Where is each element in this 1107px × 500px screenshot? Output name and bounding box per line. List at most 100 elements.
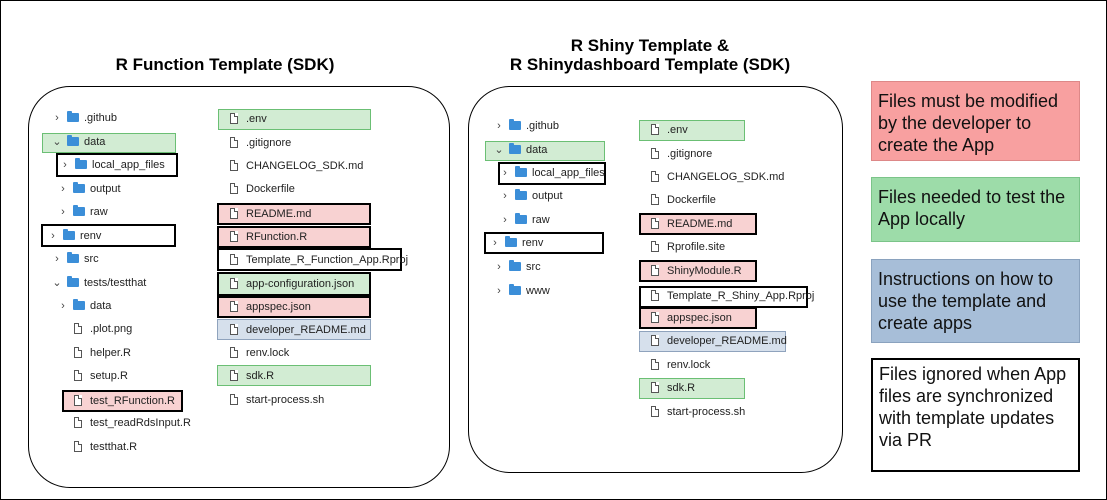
file-label: ShinyModule.R [667,265,742,277]
folder-icon [515,213,527,224]
tree-item-label: testthat.R [90,441,138,453]
file-icon [230,231,238,242]
file-label: .env [667,124,688,136]
legend-needed-to-test: Files needed to test the App locally [871,177,1080,242]
tree-item-label: data [84,136,106,148]
file-label: sdk.R [667,382,696,394]
file-icon [651,406,659,417]
chevron-right-icon[interactable]: › [503,167,507,179]
file-icon [74,323,82,334]
right-title-line2: R Shinydashboard Template (SDK) [509,55,791,74]
tree-item-label: raw [90,206,108,218]
folder-icon [509,260,521,271]
chevron-down-icon[interactable]: ⌄ [52,277,62,289]
file-icon [651,290,659,301]
highlight-local-app-files-right [498,162,606,185]
chevron-right-icon[interactable]: › [503,214,507,226]
legend-instructions: Instructions on how to use the template … [871,259,1080,343]
file-icon [230,113,238,124]
chevron-right-icon[interactable]: › [503,190,507,202]
highlight-shinymodule [639,260,757,282]
chevron-down-icon[interactable]: ⌄ [494,144,504,156]
tree-item-label: renv [80,230,102,242]
file-label: renv.lock [667,359,711,371]
file-icon [230,183,238,194]
file-icon [230,301,238,312]
tree-item-label: local_app_files [92,159,165,171]
chevron-right-icon[interactable]: › [55,253,59,265]
folder-icon [63,229,75,240]
tree-item-label: src [526,261,541,273]
file-label: developer_README.md [667,335,787,347]
folder-icon [67,111,79,122]
tree-item-label: output [532,190,563,202]
highlight-readme [217,203,371,225]
file-label: Template_R_Function_App.Rproj [246,254,409,266]
file-icon [230,254,238,265]
tree-item-label: .plot.png [90,323,133,335]
highlight-sdk-right [639,378,745,399]
right-title-line1: R Shiny Template & [570,36,730,55]
file-icon [651,382,659,393]
chevron-right-icon[interactable]: › [61,183,65,195]
tree-item-label: renv [522,237,544,249]
highlight-rfunction [217,226,371,248]
tree-item-label: .github [84,112,118,124]
file-label: .env [246,113,267,125]
file-icon [230,137,238,148]
file-label: README.md [667,218,733,230]
folder-icon [67,276,79,287]
file-icon [230,278,238,289]
file-icon [651,312,659,323]
folder-icon [67,252,79,263]
highlight-appspec-right [639,307,757,329]
highlight-developer-readme-right [639,331,786,352]
file-icon [230,208,238,219]
tree-item-label: data [90,300,112,312]
file-icon [651,194,659,205]
file-icon [74,417,82,428]
file-icon [230,394,238,405]
file-icon [74,441,82,452]
highlight-appspec [217,296,371,318]
tree-item-label: test_RFunction.R [90,395,175,407]
chevron-right-icon[interactable]: › [497,120,501,132]
file-icon [651,148,659,159]
folder-icon [505,236,517,247]
tree-item-label: tests/testthat [84,277,147,289]
file-label: CHANGELOG_SDK.md [246,160,364,172]
file-icon [74,370,82,381]
highlight-rproj [217,248,402,271]
folder-icon [515,189,527,200]
chevron-right-icon[interactable]: › [51,230,55,242]
highlight-env [218,109,371,130]
file-label: Rprofile.site [667,241,726,253]
file-label: README.md [246,208,312,220]
chevron-down-icon[interactable]: ⌄ [52,136,62,148]
left-title: R Function Template (SDK) [115,55,335,74]
file-label: appspec.json [667,312,732,324]
file-icon [230,347,238,358]
file-label: RFunction.R [246,231,308,243]
chevron-right-icon[interactable]: › [497,261,501,273]
highlight-sdk [217,365,371,386]
chevron-right-icon[interactable]: › [493,237,497,249]
file-icon [74,395,82,406]
file-icon [230,324,238,335]
tree-item-label: setup.R [90,370,128,382]
folder-icon [515,166,527,177]
chevron-right-icon[interactable]: › [61,206,65,218]
highlight-developer-readme [217,319,371,340]
file-label: .gitignore [246,137,292,149]
file-icon [651,241,659,252]
folder-icon [509,119,521,130]
chevron-right-icon[interactable]: › [497,285,501,297]
chevron-right-icon[interactable]: › [61,300,65,312]
highlight-app-configuration-outline [217,272,371,296]
highlight-env-right [639,120,745,141]
chevron-right-icon[interactable]: › [55,112,59,124]
chevron-right-icon[interactable]: › [63,159,67,171]
tree-item-label: www [526,285,550,297]
highlight-data-folder [42,133,176,153]
file-label: developer_README.md [246,324,366,336]
